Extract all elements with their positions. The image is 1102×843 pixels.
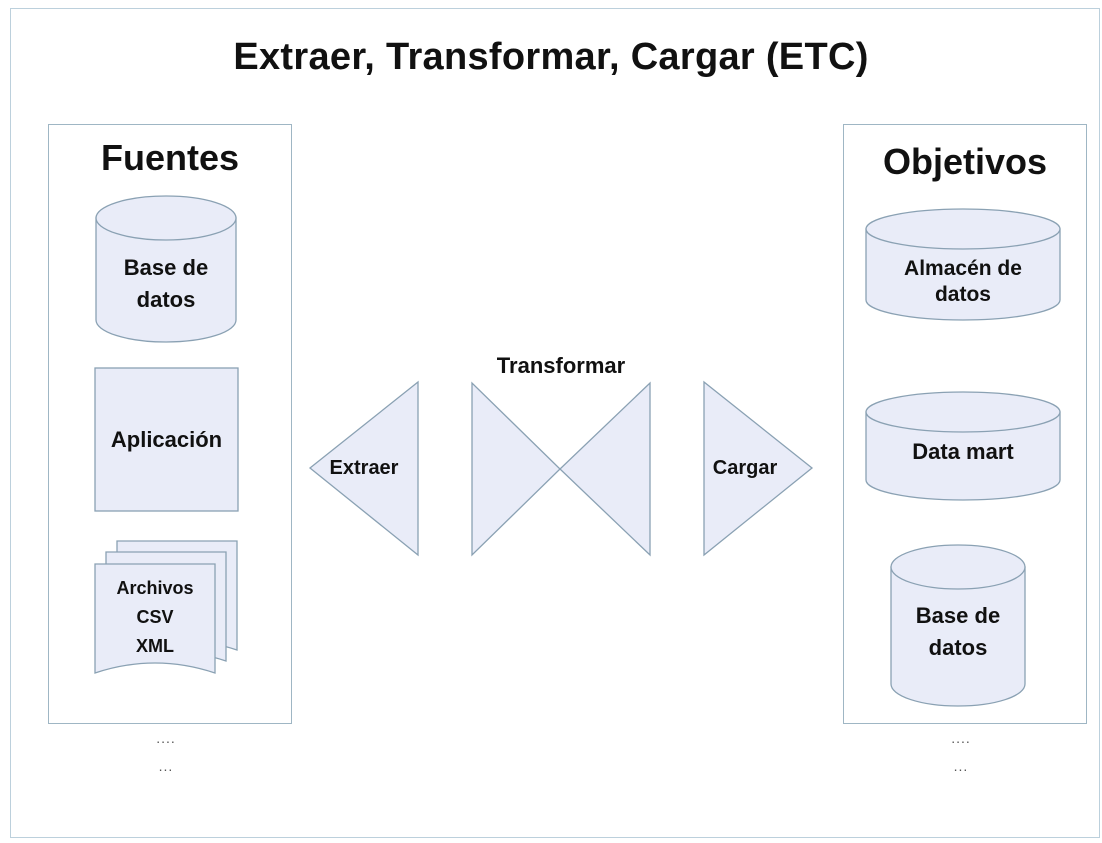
datamart-label: Data mart bbox=[912, 439, 1014, 464]
target-database-label: Base de datos bbox=[891, 600, 1025, 664]
files-label-line2: CSV bbox=[136, 606, 174, 627]
targets-more-dots-2: ... bbox=[953, 758, 969, 774]
diagram-frame bbox=[10, 8, 1100, 838]
files-label-line1: Archivos bbox=[116, 578, 194, 598]
warehouse-cylinder bbox=[865, 208, 1061, 321]
targets-heading: Objetivos bbox=[882, 141, 1048, 182]
load-triangle bbox=[703, 380, 814, 557]
extract-label: Extraer bbox=[329, 457, 399, 479]
sources-heading: Fuentes bbox=[100, 137, 240, 178]
target-database-label-line1: Base de bbox=[915, 603, 1001, 628]
application-label: Aplicación bbox=[110, 427, 223, 452]
files-stack bbox=[94, 540, 238, 674]
sources-more-dots-2: ... bbox=[158, 758, 174, 774]
sources-more-dots-1: .... bbox=[156, 730, 176, 746]
source-database-label: Base de datos bbox=[96, 252, 236, 316]
transform-bowtie bbox=[471, 381, 651, 557]
target-database-cylinder bbox=[890, 544, 1026, 707]
source-database-label-line2: datos bbox=[136, 286, 196, 312]
transform-label: Transformar bbox=[496, 353, 626, 378]
files-label: Archivos CSV XML bbox=[95, 574, 215, 660]
datamart-cylinder bbox=[865, 391, 1061, 501]
diagram-title: Extraer, Transformar, Cargar (ETC) bbox=[233, 36, 869, 78]
warehouse-label-line2: datos bbox=[934, 283, 991, 307]
source-database-label-line1: Base de bbox=[123, 255, 209, 280]
target-database-label-line2: datos bbox=[928, 634, 988, 660]
source-database-cylinder bbox=[95, 195, 237, 343]
warehouse-label: Almacén de datos bbox=[866, 256, 1060, 309]
application-box bbox=[94, 367, 239, 512]
extract-triangle bbox=[308, 380, 419, 557]
files-label-line3: XML bbox=[136, 635, 174, 656]
targets-more-dots-1: .... bbox=[951, 730, 971, 746]
load-label: Cargar bbox=[712, 457, 778, 479]
warehouse-label-line1: Almacén de bbox=[904, 257, 1022, 280]
